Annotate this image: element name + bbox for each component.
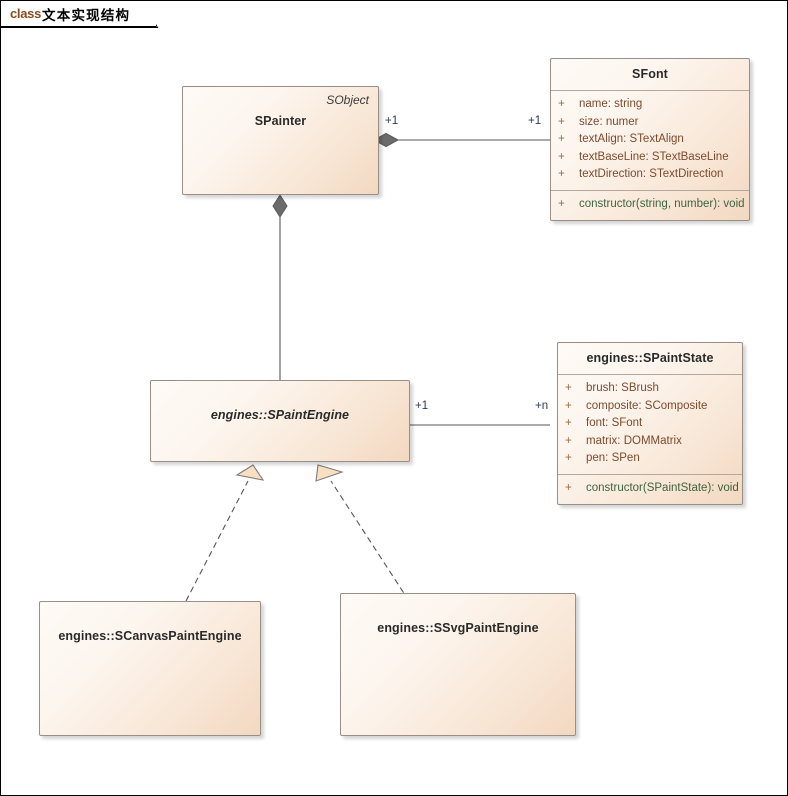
attribute-text: name: string (579, 98, 643, 110)
class-stereotype-spainter: SObject (326, 93, 369, 107)
class-name-ssvgpaintengine: engines::SSvgPaintEngine (377, 621, 539, 635)
class-header-spaintstate: engines::SPaintState (558, 343, 742, 374)
visibility-marker: + (565, 417, 572, 429)
visibility-marker: + (558, 133, 565, 145)
attribute-compartment-sfont: + name: string + size: numer + textAlign… (551, 91, 749, 190)
attribute-text: composite: SComposite (586, 399, 708, 412)
attribute-text: size: numer (579, 115, 639, 128)
attribute-text: textDirection: STextDirection (579, 168, 724, 180)
multiplicity-painter-font-target: +1 (528, 115, 542, 127)
visibility-marker: + (565, 382, 572, 394)
class-box-sfont[interactable]: SFont + name: string + size: numer + tex… (550, 58, 750, 221)
attribute-row: + pen: SPen (558, 450, 742, 468)
attribute-row: + brush: SBrush (558, 380, 742, 398)
attribute-text: brush: SBrush (586, 382, 659, 394)
divider (551, 90, 749, 91)
attribute-compartment-spaintstate: + brush: SBrush + composite: SComposite … (558, 375, 742, 474)
attribute-row: + textAlign: STextAlign (551, 131, 749, 149)
class-name-sfont: SFont (632, 67, 668, 81)
visibility-marker: + (565, 399, 572, 412)
visibility-marker: + (558, 115, 565, 128)
attribute-row: + composite: SComposite (558, 398, 742, 416)
multiplicity-engine-state-target: +n (535, 400, 549, 412)
visibility-marker: + (558, 197, 565, 210)
attribute-row: + size: numer (551, 114, 749, 132)
operation-compartment-spaintstate: + constructor(SPaintState): void (558, 475, 742, 504)
attribute-text: pen: SPen (586, 452, 640, 464)
connector-spainter-sfont (372, 132, 550, 148)
visibility-marker: + (565, 481, 572, 494)
class-header-ssvgpaintengine: engines::SSvgPaintEngine (341, 594, 575, 644)
connector-scanvaspaintengine-realization (185, 464, 265, 602)
frame-title-prefix: class (10, 6, 42, 21)
visibility-marker: + (558, 150, 565, 163)
attribute-row: + font: SFont (558, 415, 742, 433)
class-box-spainter[interactable]: SObject SPainter (182, 86, 379, 195)
divider (558, 473, 742, 475)
connector-ssvgpaintengine-realization (315, 464, 410, 602)
attribute-row: + textBaseLine: STextBaseLine (551, 149, 749, 167)
operation-row: + constructor(SPaintState): void (558, 480, 742, 498)
attribute-text: textAlign: STextAlign (579, 133, 684, 145)
class-box-spaintstate[interactable]: engines::SPaintState + brush: SBrush + c… (557, 342, 743, 505)
attribute-row: + textDirection: STextDirection (551, 166, 749, 184)
class-header-sfont: SFont (551, 59, 749, 90)
class-header-scanvaspaintengine: engines::SCanvasPaintEngine (40, 602, 260, 652)
connector-spainter-spaintengine (272, 194, 288, 380)
class-header-spainter: SObject SPainter (183, 87, 378, 137)
class-name-scanvaspaintengine: engines::SCanvasPaintEngine (58, 629, 242, 643)
visibility-marker: + (558, 98, 565, 110)
class-name-spaintengine: engines::SPaintEngine (210, 408, 350, 422)
multiplicity-engine-state-source: +1 (415, 400, 429, 412)
attribute-text: textBaseLine: STextBaseLine (579, 150, 729, 163)
class-header-spaintengine: engines::SPaintEngine (151, 381, 409, 431)
class-box-ssvgpaintengine[interactable]: engines::SSvgPaintEngine (340, 593, 576, 736)
multiplicity-painter-font-source: +1 (385, 115, 399, 127)
class-name-spaintstate: engines::SPaintState (586, 351, 714, 365)
divider (551, 189, 749, 191)
class-name-spainter: SPainter (254, 114, 307, 128)
frame-title-tab[interactable]: class 文本实现结构 (1, 1, 157, 27)
operation-compartment-sfont: + constructor(string, number): void (551, 191, 749, 220)
operation-text: constructor(SPaintState): void (586, 481, 739, 494)
operation-row: + constructor(string, number): void (551, 196, 749, 214)
attribute-row: + name: string (551, 96, 749, 114)
visibility-marker: + (565, 434, 572, 447)
attribute-row: + matrix: DOMMatrix (558, 433, 742, 451)
attribute-text: matrix: DOMMatrix (586, 434, 682, 447)
class-box-scanvaspaintengine[interactable]: engines::SCanvasPaintEngine (39, 601, 261, 736)
operation-text: constructor(string, number): void (579, 197, 745, 210)
attribute-text: font: SFont (586, 417, 643, 429)
frame-title-text: 文本实现结构 (42, 7, 131, 23)
class-box-spaintengine[interactable]: engines::SPaintEngine (150, 380, 410, 462)
visibility-marker: + (565, 452, 572, 464)
divider (558, 374, 742, 375)
visibility-marker: + (558, 168, 565, 180)
